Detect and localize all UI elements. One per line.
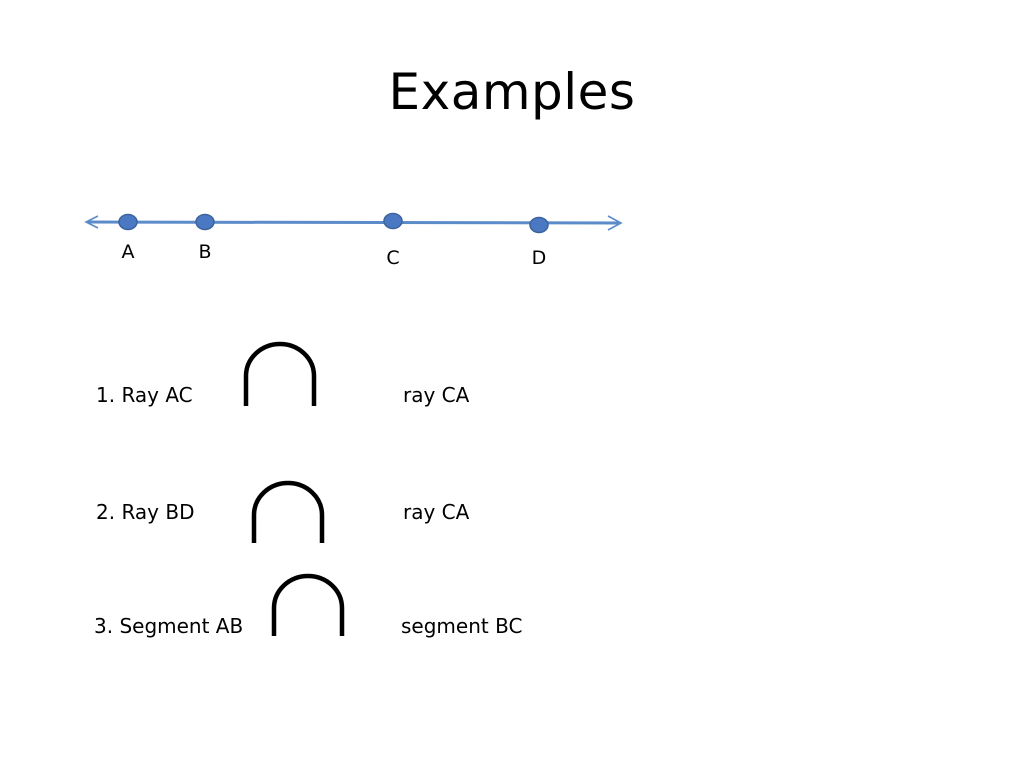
point-label-b: B <box>198 241 212 263</box>
example-3-left: 3. Segment AB <box>94 614 244 638</box>
right-arrowhead <box>607 215 623 231</box>
intersection-icon <box>251 480 325 543</box>
left-arrowhead <box>84 215 99 229</box>
point-label-a: A <box>121 241 135 263</box>
slide-title: Examples <box>388 63 636 121</box>
number-line-figure <box>84 212 623 234</box>
intersection-icon <box>243 341 317 406</box>
intersection-icon <box>271 573 345 636</box>
point-a <box>118 213 138 231</box>
point-label-d: D <box>531 247 547 269</box>
example-2-right: ray CA <box>403 500 470 524</box>
example-1-right: ray CA <box>403 383 470 407</box>
point-b <box>195 213 215 231</box>
example-3-right: segment BC <box>401 614 523 638</box>
point-d <box>529 216 549 234</box>
example-2-left: 2. Ray BD <box>96 500 195 524</box>
point-c <box>383 212 403 230</box>
point-label-c: C <box>386 247 400 269</box>
example-1-left: 1. Ray AC <box>96 383 193 407</box>
